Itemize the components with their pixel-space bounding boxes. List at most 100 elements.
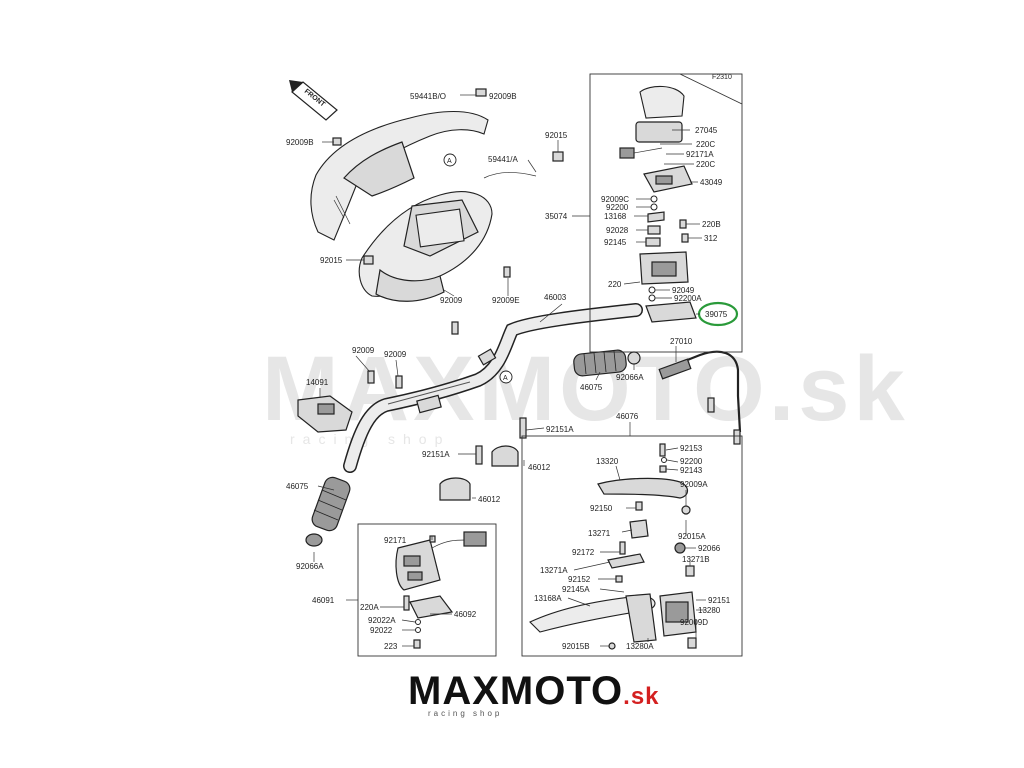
switch-assembly-box bbox=[357, 523, 497, 657]
label-92152: 92152 bbox=[568, 575, 591, 584]
label-46012-upper: 46012 bbox=[528, 463, 551, 472]
plate-13168 bbox=[647, 211, 665, 223]
label-312: 312 bbox=[704, 234, 718, 243]
label-27045: 27045 bbox=[695, 126, 718, 135]
label-223: 223 bbox=[384, 642, 398, 651]
throttle-assembly-box bbox=[589, 73, 743, 353]
label-220: 220 bbox=[608, 280, 622, 289]
brake-lever-box bbox=[521, 435, 743, 657]
label-92172: 92172 bbox=[572, 548, 595, 557]
label-27010: 27010 bbox=[670, 337, 693, 346]
pin-13271 bbox=[629, 519, 649, 539]
label-92145a: 92145A bbox=[562, 585, 590, 594]
label-92171a: 92171A bbox=[686, 150, 714, 159]
screw-92172 bbox=[619, 541, 626, 555]
brand-tagline: racing shop bbox=[428, 709, 502, 718]
label-92200a: 92200A bbox=[674, 294, 702, 303]
wire-connector-1 bbox=[707, 397, 715, 413]
washer-92009c bbox=[650, 195, 658, 203]
brand-domain: .sk bbox=[623, 683, 659, 710]
washer-92152 bbox=[615, 575, 623, 583]
screw-312 bbox=[681, 233, 689, 243]
switch-housing bbox=[395, 531, 487, 619]
bolt-92009-a bbox=[367, 370, 375, 384]
bolt-92151a-1 bbox=[475, 445, 483, 465]
label-13271a: 13271A bbox=[540, 566, 568, 575]
label-92015a: 92015A bbox=[678, 532, 706, 541]
label-92143: 92143 bbox=[680, 466, 703, 475]
clamp-46012-lower bbox=[439, 477, 471, 501]
label-92151a-right: 92151A bbox=[546, 425, 574, 434]
label-39075: 39075 bbox=[705, 310, 728, 319]
brake-lever bbox=[529, 477, 697, 643]
screw-92009b-left bbox=[332, 137, 342, 146]
label-92171: 92171 bbox=[384, 536, 407, 545]
clip-92015-mid bbox=[363, 255, 374, 265]
bushing-92028 bbox=[647, 225, 661, 235]
label-220a: 220A bbox=[360, 603, 379, 612]
washer-92200-b bbox=[661, 457, 667, 463]
label-46076: 46076 bbox=[616, 412, 639, 421]
label-43049: 43049 bbox=[700, 178, 723, 187]
washer-92200 bbox=[650, 203, 658, 211]
callout-a-bar: A bbox=[503, 375, 508, 382]
screw-92153 bbox=[659, 443, 666, 457]
label-13168a: 13168A bbox=[534, 594, 562, 603]
label-46003: 46003 bbox=[544, 293, 567, 302]
screw-220b bbox=[679, 219, 687, 229]
screw-220a bbox=[403, 595, 410, 611]
part-labels: 59441B/O 92009B 92009B 92015 59441/A 350… bbox=[286, 92, 731, 651]
screw-223 bbox=[413, 639, 421, 649]
label-92066: 92066 bbox=[698, 544, 721, 553]
label-59441b-o: 59441B/O bbox=[410, 92, 446, 101]
washer-92049 bbox=[648, 286, 656, 294]
clamp-46012-upper bbox=[491, 445, 519, 467]
bolt-92009a bbox=[681, 505, 691, 515]
brand-name-part2: MOTO bbox=[500, 669, 623, 713]
bolt-92009-c bbox=[451, 321, 459, 335]
label-92009b-top: 92009B bbox=[489, 92, 517, 101]
pin-13271b bbox=[685, 565, 695, 577]
leader-lines bbox=[313, 94, 706, 647]
label-35074: 35074 bbox=[545, 212, 568, 221]
label-92015-mid: 92015 bbox=[320, 256, 343, 265]
handlebar-cover: A bbox=[310, 110, 493, 302]
brand-text-group: MAXMOTO.sk bbox=[408, 669, 660, 713]
label-46091: 46091 bbox=[312, 596, 335, 605]
spring-13271a bbox=[607, 553, 645, 569]
label-13280a: 13280A bbox=[626, 642, 654, 651]
label-46012-lower: 46012 bbox=[478, 495, 501, 504]
washer-92022a bbox=[415, 619, 421, 625]
label-14091: 14091 bbox=[306, 378, 329, 387]
bolt-92009-b bbox=[395, 375, 403, 389]
throttle-housing bbox=[619, 85, 697, 323]
label-92049: 92049 bbox=[672, 286, 695, 295]
cable-end-27010 bbox=[658, 358, 692, 380]
label-59441a: 59441/A bbox=[488, 155, 518, 164]
callout-a-top: A bbox=[447, 158, 452, 165]
cap-92066 bbox=[674, 542, 686, 554]
label-46075-right: 46075 bbox=[580, 383, 603, 392]
label-13320: 13320 bbox=[596, 457, 619, 466]
brand-logo: MAXMOTO.sk racing shop bbox=[408, 669, 660, 718]
screw-92009b-top bbox=[475, 88, 487, 97]
bolt-92151a-2 bbox=[519, 417, 527, 439]
label-220c-2: 220C bbox=[696, 160, 715, 169]
label-92015b: 92015B bbox=[562, 642, 590, 651]
watermark-tagline: racing shop bbox=[290, 431, 450, 447]
label-13271: 13271 bbox=[588, 529, 611, 538]
label-92200-b: 92200 bbox=[680, 457, 703, 466]
washer-92200a bbox=[648, 294, 656, 302]
label-13271b: 13271B bbox=[682, 555, 710, 564]
end-cap-92066a-left bbox=[305, 533, 323, 547]
label-92028: 92028 bbox=[606, 226, 629, 235]
throttle-cable bbox=[661, 350, 742, 433]
label-92066a-right: 92066A bbox=[616, 373, 644, 382]
label-220c-1: 220C bbox=[696, 140, 715, 149]
brand-name-part1: MAX bbox=[408, 669, 500, 713]
label-92022: 92022 bbox=[370, 626, 393, 635]
nut-92143 bbox=[659, 465, 667, 473]
label-13168: 13168 bbox=[604, 212, 627, 221]
label-92145: 92145 bbox=[604, 238, 627, 247]
